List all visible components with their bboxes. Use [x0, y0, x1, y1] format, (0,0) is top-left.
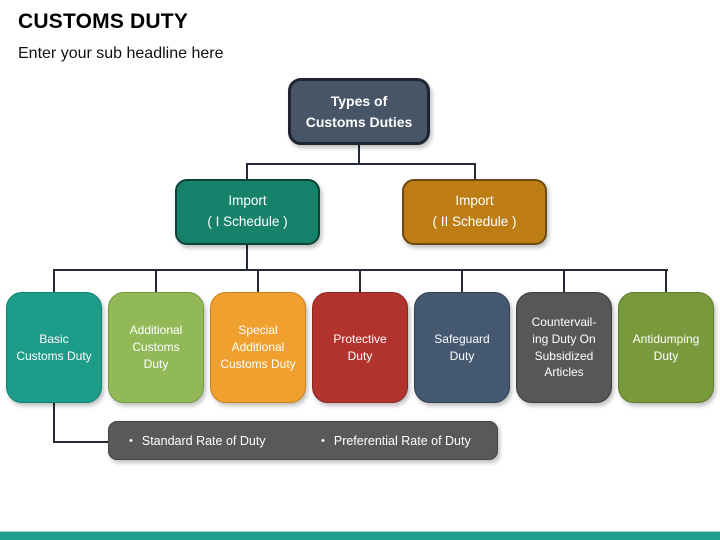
- node-label: Safeguard Duty: [434, 331, 490, 363]
- node-protective-duty: Protective Duty: [312, 292, 408, 403]
- node-label: Countervail- ing Duty On Subsidized Arti…: [531, 314, 597, 380]
- connector-drop-basic: [53, 269, 55, 292]
- connector-drop-import1: [246, 163, 248, 179]
- bullet-icon: •: [321, 434, 325, 447]
- connector-drop-protective: [359, 269, 361, 292]
- node-import-schedule-2: Import ( II Schedule ): [402, 179, 547, 245]
- connector-root-stem: [358, 145, 360, 164]
- connector-import1-stem: [246, 245, 248, 270]
- rate-label: Preferential Rate of Duty: [333, 433, 471, 448]
- page-subtitle: Enter your sub headline here: [18, 45, 224, 62]
- rate-item-standard: • Standard Rate of Duty: [129, 434, 266, 448]
- node-antidumping-duty: Antidumping Duty: [618, 292, 714, 403]
- node-label: Import ( I Schedule ): [207, 193, 288, 229]
- node-special-additional-customs-duty: Special Additional Customs Duty: [210, 292, 306, 403]
- footer-accent-bar: [0, 531, 720, 540]
- node-label: Additional Customs Duty: [129, 323, 183, 371]
- node-countervailing-duty: Countervail- ing Duty On Subsidized Arti…: [516, 292, 612, 403]
- bullet-icon: •: [129, 434, 133, 447]
- node-basic-customs-duty: Basic Customs Duty: [6, 292, 102, 403]
- node-label: Basic Customs Duty: [16, 331, 92, 363]
- node-label: Special Additional Customs Duty: [220, 323, 296, 371]
- connector-rates-elbow: [53, 441, 110, 443]
- connector-level2-crossbar: [246, 163, 476, 165]
- node-import-schedule-1: Import ( I Schedule ): [175, 179, 320, 245]
- node-label: Import ( II Schedule ): [432, 193, 517, 229]
- connector-drop-additional: [155, 269, 157, 292]
- node-label: Antidumping Duty: [632, 331, 700, 363]
- page-title: CUSTOMS DUTY: [18, 10, 189, 33]
- connector-drop-import2: [474, 163, 476, 179]
- node-label: Protective Duty: [333, 331, 387, 363]
- rate-label: Standard Rate of Duty: [141, 433, 266, 448]
- rates-box: • Standard Rate of Duty • Preferential R…: [108, 421, 498, 460]
- node-types-of-customs-duties: Types of Customs Duties: [288, 78, 430, 145]
- rate-item-preferential: • Preferential Rate of Duty: [321, 434, 471, 448]
- connector-drop-antidumping: [665, 269, 667, 292]
- node-label: Types of Customs Duties: [305, 93, 413, 130]
- connector-drop-countervailing: [563, 269, 565, 292]
- node-additional-customs-duty: Additional Customs Duty: [108, 292, 204, 403]
- connector-drop-safeguard: [461, 269, 463, 292]
- node-safeguard-duty: Safeguard Duty: [414, 292, 510, 403]
- connector-basic-stem: [53, 403, 55, 443]
- connector-drop-special: [257, 269, 259, 292]
